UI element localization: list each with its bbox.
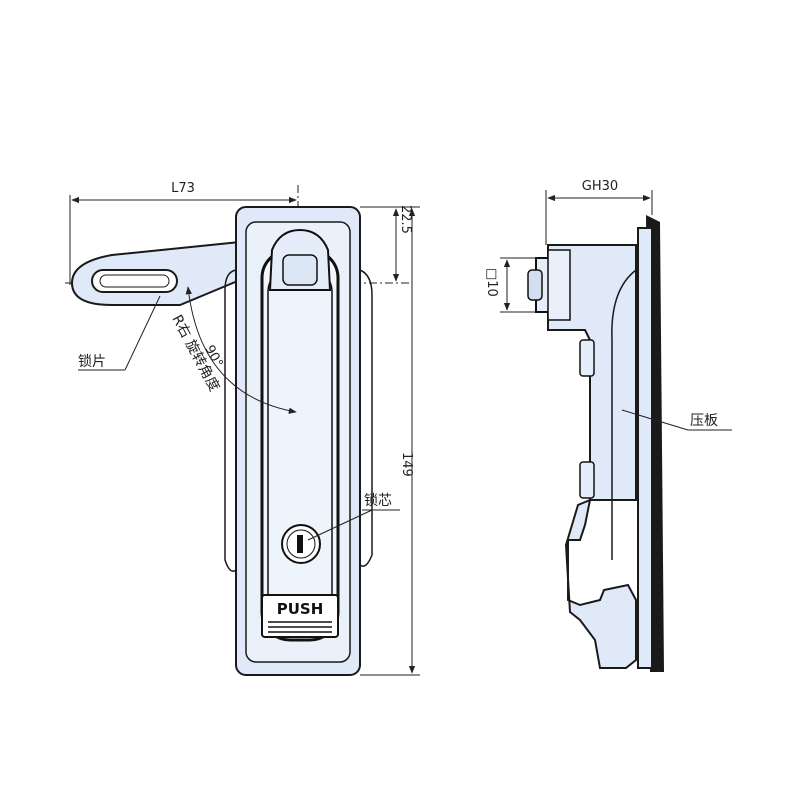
- housing-left-flange: [224, 269, 237, 572]
- hinge-core: [282, 254, 318, 286]
- plate-label: 压板: [690, 413, 718, 429]
- push-text: PUSH: [277, 600, 324, 618]
- plate-leader-line: [621, 409, 689, 431]
- shaft-nut: [527, 269, 543, 301]
- latch-leader-line: [124, 295, 161, 371]
- lock-cylinder-ring: [286, 529, 316, 559]
- latch-slot: [91, 269, 178, 293]
- handle-inner: [267, 267, 333, 629]
- key-slot-icon: [297, 535, 303, 553]
- pressure-plate-profile: [611, 269, 637, 560]
- lock-core-label: 锁芯: [364, 493, 392, 509]
- bolt-lower: [579, 461, 595, 499]
- rotation-arc: [185, 286, 297, 414]
- latch-label: 锁片: [78, 354, 106, 370]
- shaft-collar: [547, 249, 571, 321]
- dim-square-label: □10: [484, 268, 499, 297]
- dim-depth-label: GH30: [582, 179, 618, 194]
- front-view: L73 22.5 149 PUSH 90° R右 旋转: [65, 181, 420, 676]
- dim-width-label: L73: [171, 181, 195, 196]
- housing-right-flange: [359, 269, 373, 567]
- side-view: GH30 □10 压板: [484, 179, 732, 672]
- dim-top-offset-label: 22.5: [398, 205, 413, 234]
- dim-height-label: 149: [399, 452, 414, 477]
- lock-body-profile: [547, 244, 637, 669]
- latch-slot-inner: [99, 274, 170, 288]
- lock-core-leader-line: [307, 509, 373, 541]
- mounting-plate: [637, 227, 653, 669]
- bolt-upper: [579, 339, 595, 377]
